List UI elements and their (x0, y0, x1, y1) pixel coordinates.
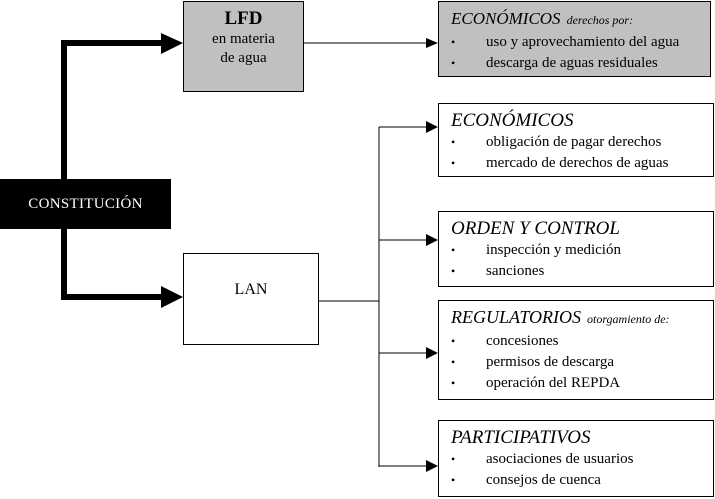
category-heading: ECONÓMICOS (451, 109, 713, 132)
category-items: • inspección y medición • sanciones (451, 240, 713, 282)
bullet-icon: • (451, 35, 456, 49)
list-item: • concesiones (451, 331, 713, 352)
arrow-to-lan (161, 286, 183, 308)
category-heading: PARTICIPATIVOS (451, 426, 713, 449)
category-title: ECONÓMICOS (451, 110, 574, 131)
arrow-to-participativos (426, 460, 438, 472)
arrow-to-economicos (426, 121, 438, 133)
category-items: • obligación de pagar derechos • mercado d… (451, 132, 713, 174)
item-text: asociaciones de usuarios (486, 451, 634, 467)
item-text: consejos de cuenca (486, 472, 601, 488)
lfd-line2: de agua (220, 50, 267, 66)
category-title: ORDEN Y CONTROL (451, 218, 620, 239)
list-item: • permisos de descarga (451, 352, 713, 373)
bullet-icon: • (451, 264, 456, 278)
list-item: • uso y aprovechamiento del agua (451, 32, 710, 53)
category-title: PARTICIPATIVOS (451, 427, 591, 448)
lfd-line1: en materia (212, 31, 275, 47)
bullet-icon: • (451, 56, 456, 70)
arrow-to-lfd (161, 33, 183, 54)
arrow-to-regulatorios (426, 347, 438, 359)
lfd-box: LFD en materia de agua (183, 1, 304, 92)
category-economicos: ECONÓMICOS • obligación de pagar derechos… (438, 103, 714, 177)
list-item: • sanciones (451, 261, 713, 282)
item-text: obligación de pagar derechos (486, 134, 662, 150)
item-text: uso y aprovechamiento del agua (486, 34, 680, 50)
item-text: permisos de descarga (486, 354, 615, 370)
thick-line-to-lan (61, 229, 170, 300)
bullet-icon: • (451, 243, 456, 257)
bullet-icon: • (451, 135, 456, 149)
list-item: • inspección y medición (451, 240, 713, 261)
lan-label: LAN (234, 281, 268, 298)
list-item: • operación del REPDA (451, 373, 713, 394)
lfd-title: LFD (224, 8, 263, 29)
category-heading: ORDEN Y CONTROL (451, 217, 713, 240)
constitucion-label: CONSTITUCIÓN (28, 195, 143, 212)
bullet-icon: • (451, 334, 456, 348)
list-item: • consejos de cuenca (451, 470, 713, 491)
category-items: • concesiones • permisos de descarga • oper… (451, 331, 713, 394)
arrow-to-economicos-lfd (426, 38, 438, 48)
category-heading: REGULATORIOS otorgamiento de: (451, 306, 713, 331)
category-regulatorios: REGULATORIOS otorgamiento de: • concesione… (438, 300, 714, 400)
item-text: operación del REPDA (486, 375, 621, 391)
thick-line-to-lfd (61, 40, 170, 179)
category-items: • asociaciones de usuarios • consejos de c… (451, 449, 713, 491)
category-items: • uso y aprovechamiento del agua • descarg… (451, 32, 710, 74)
item-text: inspección y medición (486, 242, 621, 258)
bullet-icon: • (451, 473, 456, 487)
category-economicos-lfd: ECONÓMICOS derechos por: • uso y aprovecha… (438, 1, 711, 77)
category-heading: ECONÓMICOS derechos por: (451, 7, 710, 32)
bullet-icon: • (451, 156, 456, 170)
item-text: concesiones (486, 333, 559, 349)
constitucion-box: CONSTITUCIÓN (0, 179, 171, 229)
item-text: mercado de derechos de aguas (486, 155, 669, 171)
lan-box: LAN (183, 253, 319, 345)
bullet-icon: • (451, 376, 456, 390)
list-item: • mercado de derechos de aguas (451, 153, 713, 174)
category-subtitle: otorgamiento de: (587, 312, 670, 326)
item-text: sanciones (486, 263, 545, 279)
list-item: • asociaciones de usuarios (451, 449, 713, 470)
list-item: • obligación de pagar derechos (451, 132, 713, 153)
arrow-to-orden (426, 234, 438, 246)
list-item: • descarga de aguas residuales (451, 53, 710, 74)
bullet-icon: • (451, 355, 456, 369)
category-title: ECONÓMICOS (451, 9, 561, 28)
category-title: REGULATORIOS (451, 307, 581, 327)
category-participativos: PARTICIPATIVOS • asociaciones de usuarios… (438, 420, 714, 497)
category-orden-y-control: ORDEN Y CONTROL • inspección y medición •… (438, 211, 714, 287)
category-subtitle: derechos por: (566, 13, 634, 27)
bullet-icon: • (451, 452, 456, 466)
item-text: descarga de aguas residuales (486, 55, 658, 71)
